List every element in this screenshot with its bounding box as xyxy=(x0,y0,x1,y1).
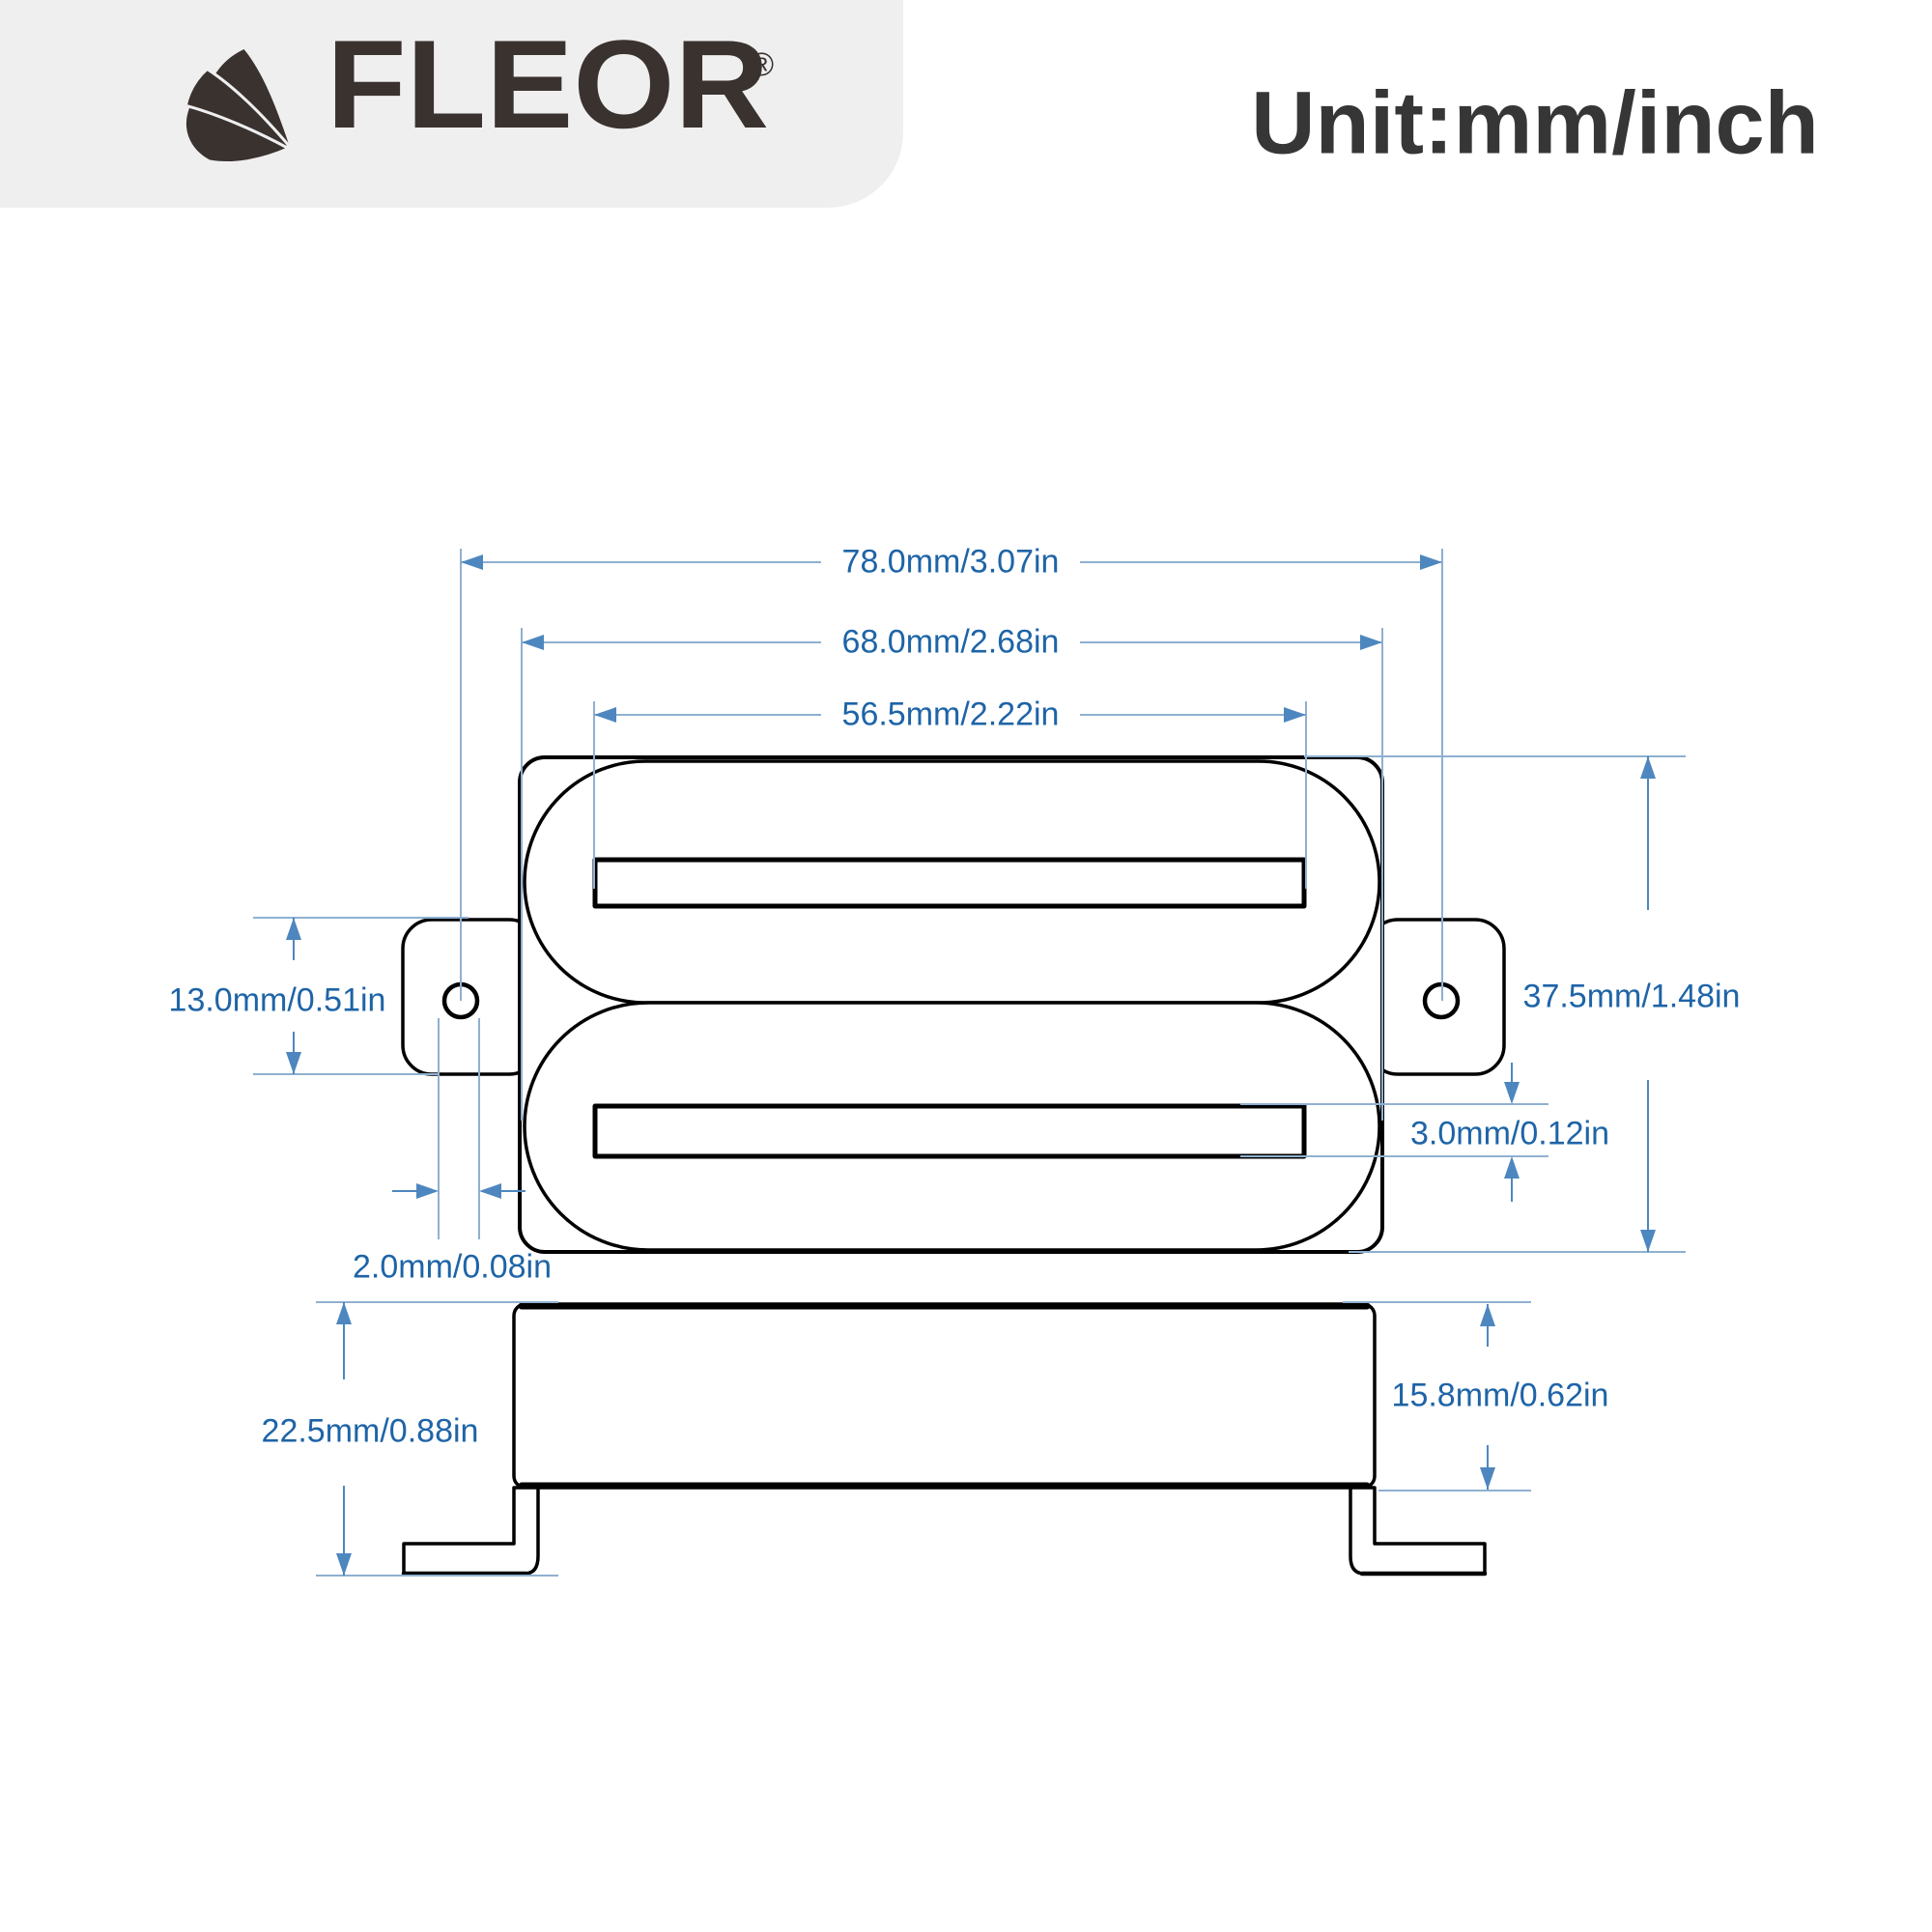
dim-label-total-depth: 22.5mm/0.88in xyxy=(261,1412,479,1450)
dim-label-base-depth: 15.8mm/0.62in xyxy=(1391,1377,1609,1414)
dim-label-body-width: 68.0mm/2.68in xyxy=(841,623,1060,661)
arrow-up-icon xyxy=(1480,1304,1495,1326)
brand-logo: FLEOR ® xyxy=(182,14,781,185)
arrow-right-icon xyxy=(1420,554,1442,570)
dimension-arrowheads xyxy=(286,554,1656,1576)
dimension-lines xyxy=(253,549,1686,1577)
front-view xyxy=(401,755,1506,1254)
arrow-down-icon xyxy=(1504,1082,1520,1104)
dim-label-rail-length: 56.5mm/2.22in xyxy=(841,696,1060,733)
arrow-right-icon xyxy=(416,1183,439,1199)
side-body xyxy=(512,1302,1377,1490)
arrow-up-icon xyxy=(1504,1156,1520,1179)
lower-rail-slot xyxy=(592,1103,1307,1159)
unit-label: Unit:mm/inch xyxy=(1251,73,1819,173)
dim-label-slot-height: 3.0mm/0.12in xyxy=(1410,1115,1609,1152)
arrow-left-icon xyxy=(594,707,616,723)
side-view xyxy=(401,1302,1488,1577)
arrow-down-icon xyxy=(286,1052,301,1074)
leaf-logo-icon xyxy=(183,45,295,165)
arrow-left-icon xyxy=(461,554,483,570)
arrow-left-icon xyxy=(522,635,544,650)
registered-trademark-icon: ® xyxy=(750,46,775,83)
brand-name: FLEOR xyxy=(327,14,770,155)
arrow-right-icon xyxy=(1284,707,1306,723)
arrow-left-icon xyxy=(479,1183,501,1199)
dim-label-hole-diameter: 2.0mm/0.08in xyxy=(353,1248,552,1286)
dim-label-body-height: 37.5mm/1.48in xyxy=(1522,978,1741,1015)
left-baseplate-leg xyxy=(402,1486,540,1576)
arrow-up-icon xyxy=(286,918,301,940)
arrow-right-icon xyxy=(1360,635,1382,650)
arrow-up-icon xyxy=(1640,756,1656,779)
dim-label-hole-spacing: 78.0mm/3.07in xyxy=(841,543,1060,581)
header-panel: FLEOR ® xyxy=(0,0,903,208)
arrow-down-icon xyxy=(1480,1467,1495,1490)
arrow-down-icon xyxy=(1640,1230,1656,1252)
dim-label-tab-height: 13.0mm/0.51in xyxy=(168,981,386,1019)
upper-rail-slot xyxy=(592,857,1307,909)
arrow-up-icon xyxy=(336,1302,352,1324)
arrow-down-icon xyxy=(336,1553,352,1576)
right-baseplate-leg xyxy=(1349,1486,1487,1576)
